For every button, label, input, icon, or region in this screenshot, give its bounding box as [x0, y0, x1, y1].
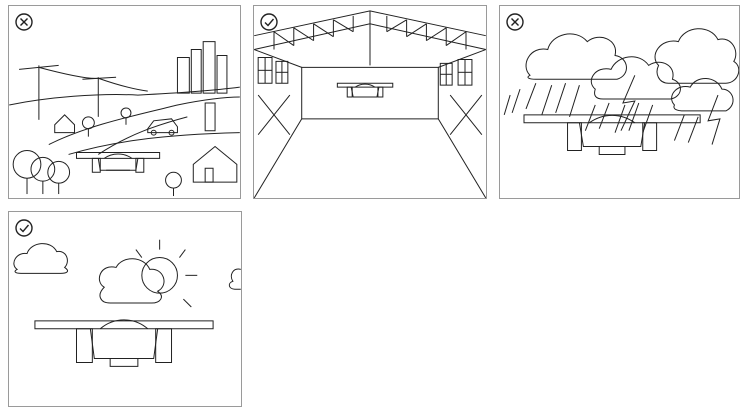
scene-panel-indoor [253, 5, 487, 199]
check-circle-icon [14, 218, 34, 238]
check-circle-icon [259, 12, 279, 32]
scene-panel-clear-weather [8, 211, 242, 407]
storm-scene-illustration [500, 6, 739, 198]
not-allowed-badge [505, 12, 525, 32]
scene-panel-storm [499, 5, 740, 199]
city-scene-illustration [9, 6, 240, 198]
allowed-badge [259, 12, 279, 32]
allowed-badge [14, 218, 34, 238]
drone-illustration [337, 83, 392, 97]
clear-weather-scene-illustration [9, 212, 241, 406]
cross-circle-icon [505, 12, 525, 32]
cross-circle-icon [14, 12, 34, 32]
not-allowed-badge [14, 12, 34, 32]
indoor-scene-illustration [254, 6, 486, 198]
drone-illustration [77, 152, 160, 172]
scene-panel-city [8, 5, 241, 199]
drone-illustration [35, 320, 213, 367]
drone-illustration [524, 115, 700, 155]
